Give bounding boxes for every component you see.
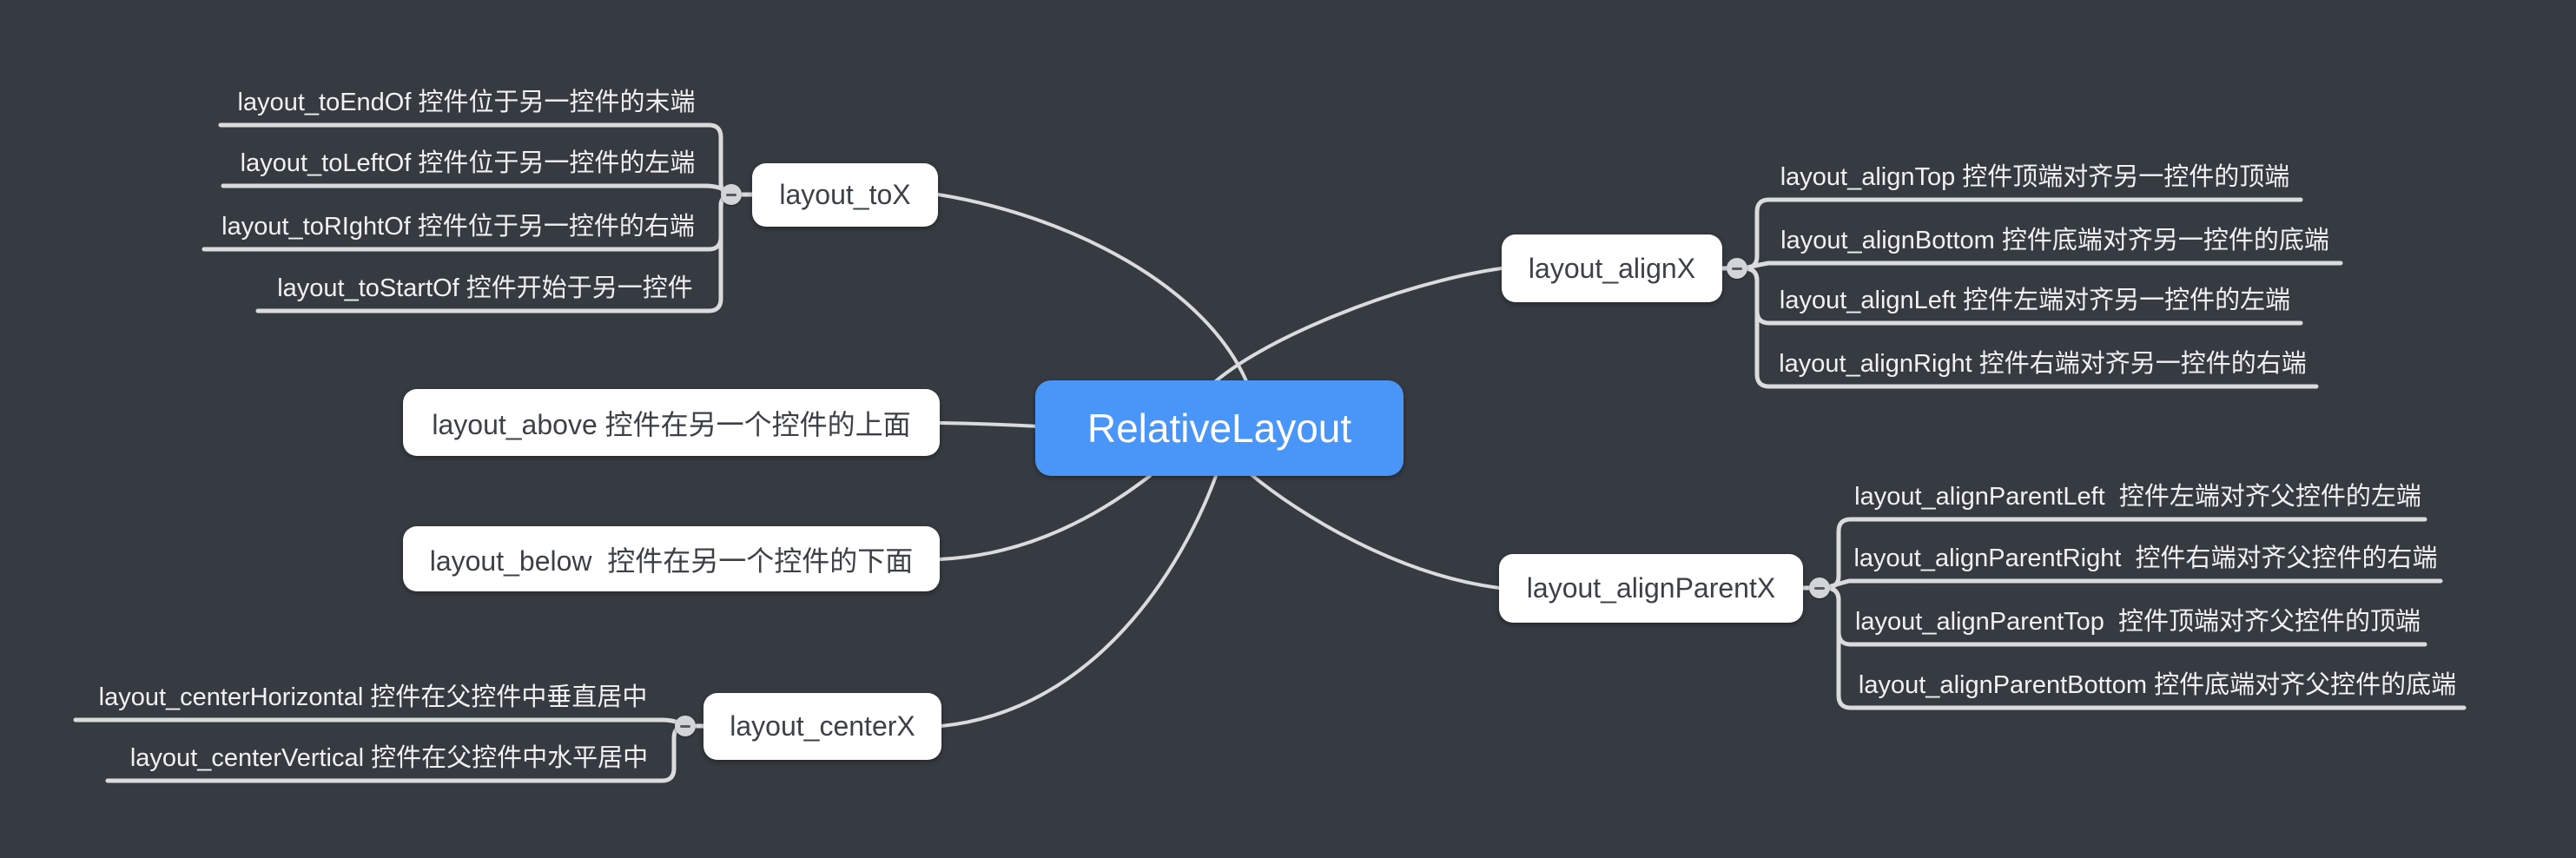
minus-icon — [680, 724, 690, 728]
branch-node-label: layout_alignParentX — [1526, 572, 1776, 604]
branch-node-label: layout_toX — [779, 179, 911, 210]
connector-root-alignParentX — [1249, 472, 1501, 590]
root-node-relativelayout[interactable]: RelativeLayout — [1035, 380, 1404, 476]
child-item-layout-alignTop[interactable]: layout_alignTop 控件顶端对齐另一控件的顶端 — [1780, 163, 2290, 191]
collapse-toggle-toX[interactable] — [721, 184, 742, 205]
minus-icon — [726, 193, 736, 196]
child-item-layout-toStartOf[interactable]: layout_toStartOf 控件开始于另一控件 — [277, 274, 693, 302]
branch-node-label: layout_above 控件在另一个控件的上面 — [432, 408, 911, 440]
branch-node-layout-above[interactable]: layout_above 控件在另一个控件的上面 — [403, 389, 940, 456]
collapse-toggle-centerX[interactable] — [675, 716, 696, 736]
minus-icon — [1814, 586, 1825, 590]
child-item-layout-alignRight[interactable]: layout_alignRight 控件右端对齐另一控件的右端 — [1779, 350, 2307, 378]
child-item-layout-alignParentTop[interactable]: layout_alignParentTop 控件顶端对齐父控件的顶端 — [1854, 608, 2421, 636]
child-item-layout-toEndOf[interactable]: layout_toEndOf 控件位于另一控件的末端 — [237, 89, 696, 116]
connector-root-alignX — [1207, 267, 1503, 389]
branch-node-layout-below[interactable]: layout_below 控件在另一个控件的下面 — [403, 526, 940, 591]
branch-node-label: layout_alignX — [1528, 252, 1696, 284]
collapse-toggle-alignX[interactable] — [1727, 258, 1747, 279]
branch-node-layout-centerX[interactable]: layout_centerX — [703, 693, 941, 760]
branch-node-layout-alignX[interactable]: layout_alignX — [1502, 234, 1722, 302]
child-item-layout-alignParentBottom[interactable]: layout_alignParentBottom 控件底端对齐父控件的底端 — [1858, 671, 2457, 699]
minus-icon — [1732, 267, 1742, 270]
child-item-layout-alignLeft[interactable]: layout_alignLeft 控件左端对齐另一控件的左端 — [1779, 287, 2291, 314]
connector-root-below — [938, 474, 1152, 561]
branch-node-layout-toX[interactable]: layout_toX — [752, 163, 938, 227]
child-item-layout-alignBottom[interactable]: layout_alignBottom 控件底端对齐另一控件的底端 — [1780, 227, 2329, 254]
child-item-layout-centerHorizontal[interactable]: layout_centerHorizontal 控件在父控件中垂直居中 — [98, 683, 648, 711]
connector-root-toX — [936, 193, 1251, 389]
child-item-layout-toRIghtOf[interactable]: layout_toRIghtOf 控件位于另一控件的右端 — [221, 213, 695, 241]
root-node-label: RelativeLayout — [1087, 406, 1352, 451]
branch-node-layout-alignParentX[interactable]: layout_alignParentX — [1499, 554, 1803, 623]
root-branch-curves — [936, 193, 1503, 728]
branch-node-label: layout_below 控件在另一个控件的下面 — [429, 544, 914, 577]
connector-root-centerX — [940, 474, 1218, 728]
child-item-layout-alignParentRight[interactable]: layout_alignParentRight 控件右端对齐父控件的右端 — [1853, 544, 2438, 572]
child-item-layout-alignParentLeft[interactable]: layout_alignParentLeft 控件左端对齐父控件的左端 — [1854, 483, 2421, 511]
child-item-layout-toLeftOf[interactable]: layout_toLeftOf 控件位于另一控件的左端 — [240, 149, 696, 177]
child-item-layout-centerVertical[interactable]: layout_centerVertical 控件在父控件中水平居中 — [129, 744, 649, 772]
collapse-toggle-alignParentX[interactable] — [1809, 578, 1830, 598]
branch-node-label: layout_centerX — [730, 710, 915, 742]
